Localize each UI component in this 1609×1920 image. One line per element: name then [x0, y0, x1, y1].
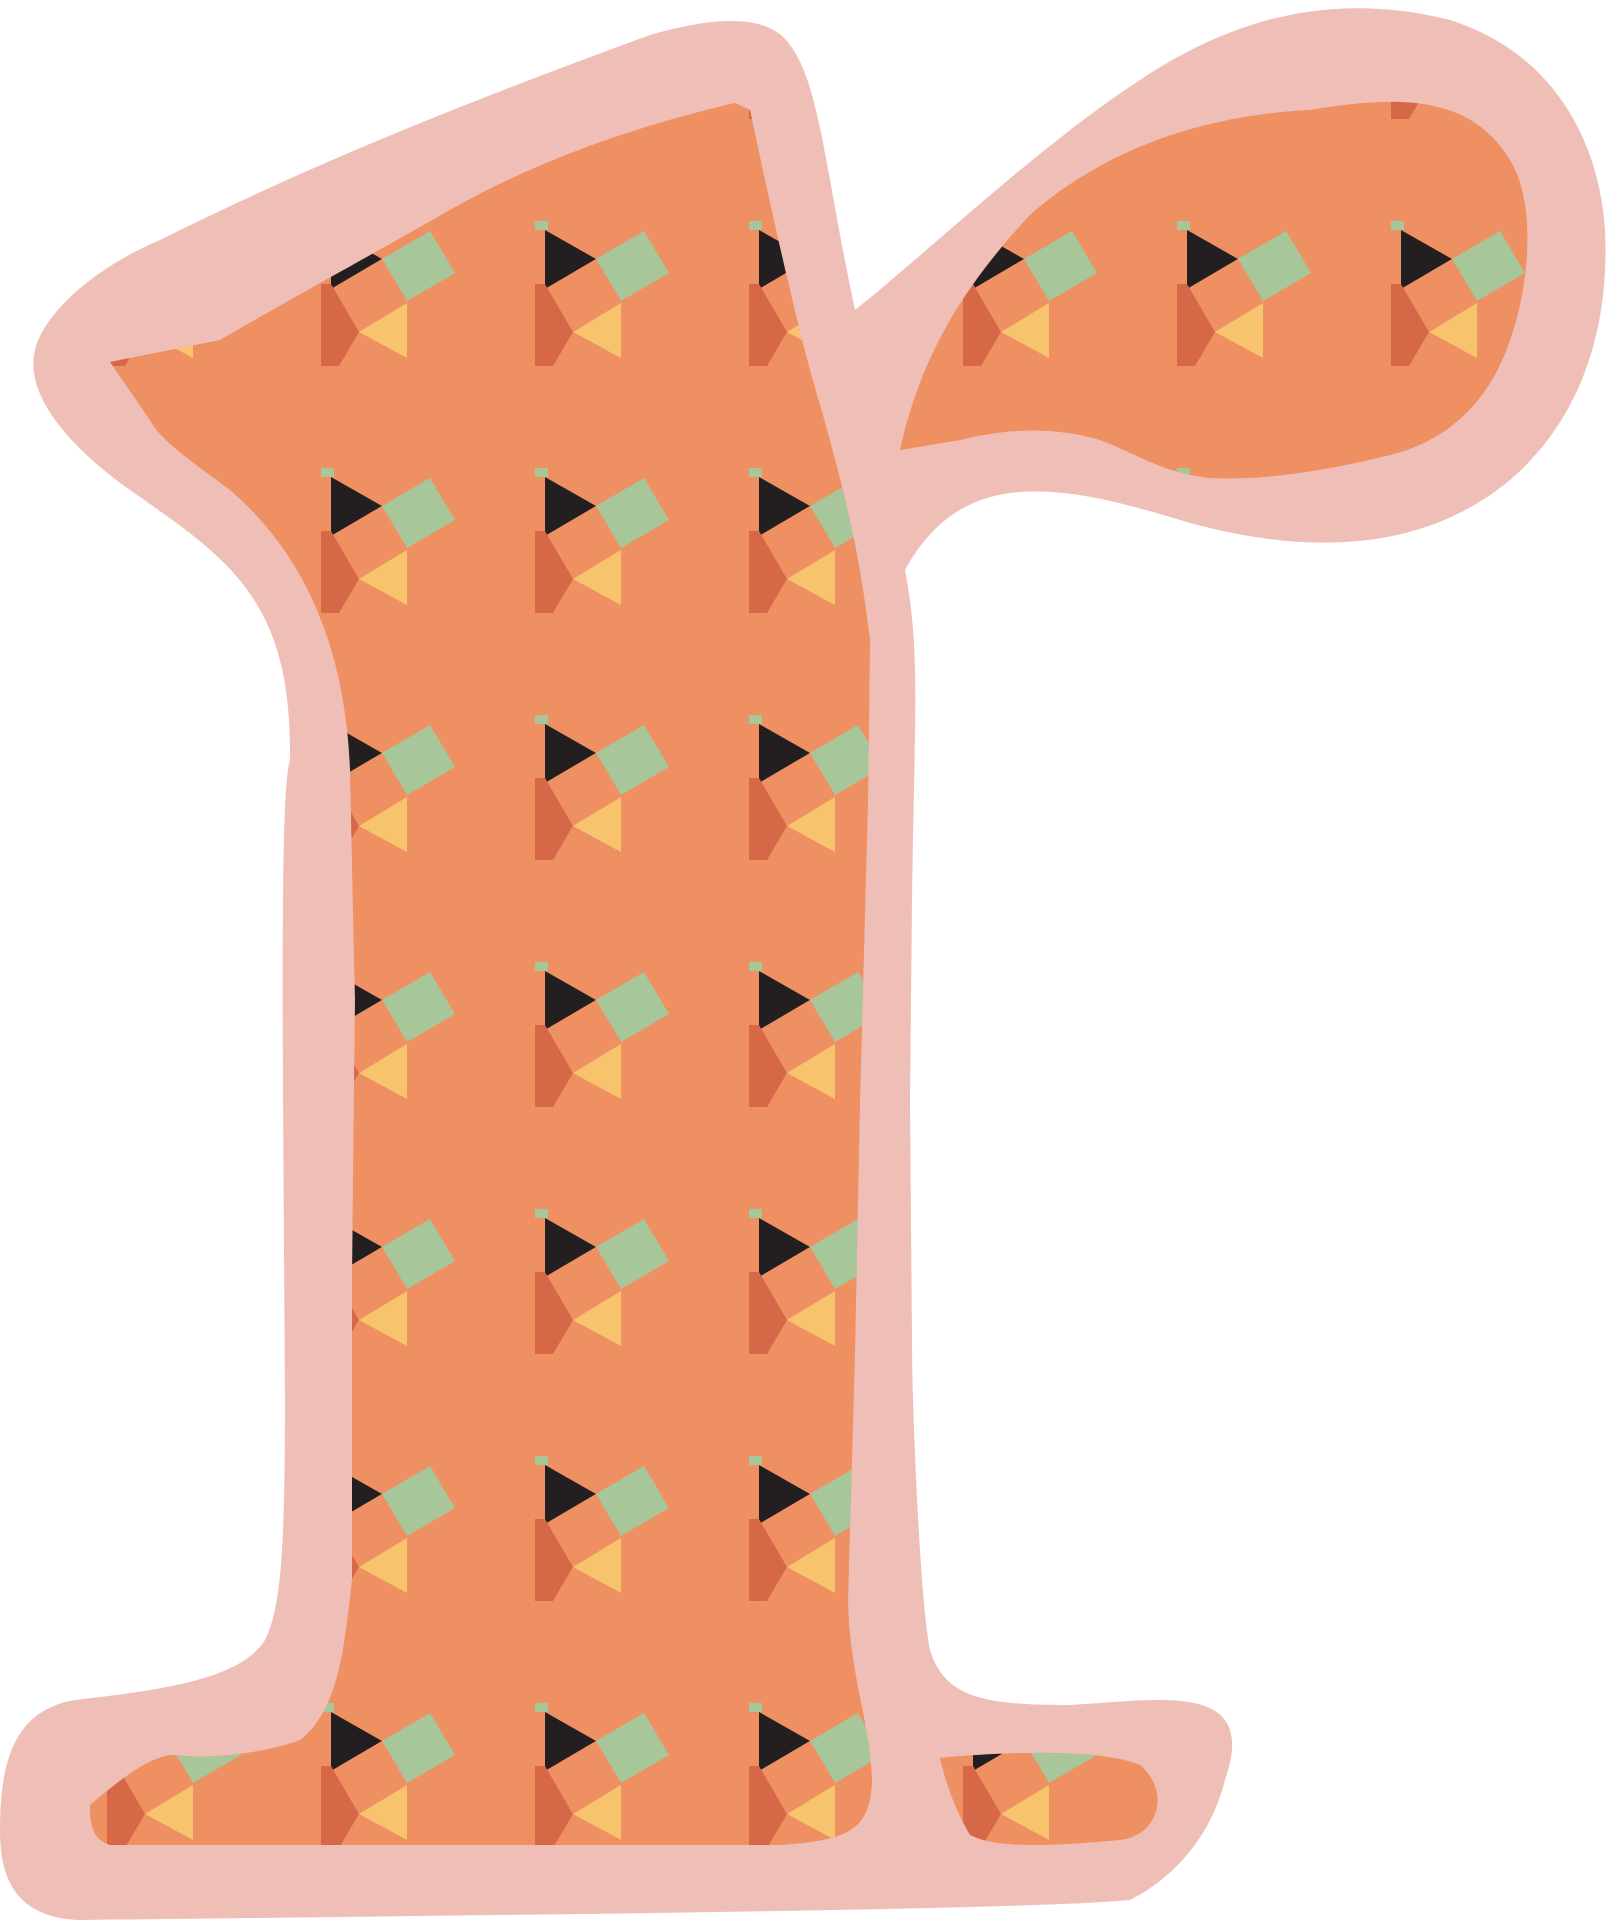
letter-pattern-fill [90, 101, 1528, 1846]
